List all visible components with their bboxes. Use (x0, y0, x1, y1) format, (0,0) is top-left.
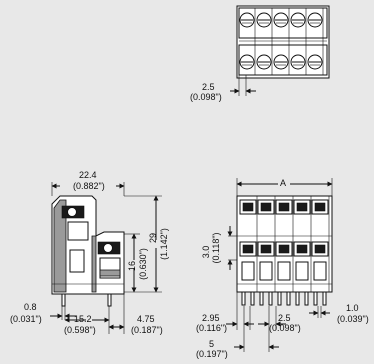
side-pin-2 (107, 293, 112, 307)
front-row-pitch-metric: 5 (209, 339, 214, 349)
side-width-metric: 22.4 (79, 170, 97, 180)
side-view: 22.4 (0.882") 29 (1.142") 16 (0.630") (10, 170, 169, 335)
side-offset-imperial: (0.187") (131, 325, 163, 335)
front-pitch-imperial: (0.098") (269, 323, 301, 333)
side-height-metric: 29 (148, 233, 158, 243)
top-view-screws (239, 8, 324, 75)
front-view: A 3.0 (0.118") 2.95 (0.116") 2.5 (0.098"… (196, 178, 369, 359)
side-mid-height-imperial: (0.630") (138, 248, 148, 280)
front-pin (241, 291, 246, 306)
side-pin-1 (61, 293, 66, 307)
front-tier-metric: 3.0 (201, 246, 211, 259)
top-pitch-imperial: (0.098") (190, 92, 222, 102)
side-pin-span-imperial: (0.598") (64, 325, 96, 335)
front-pin (304, 291, 309, 306)
front-tier-imperial: (0.118") (211, 232, 221, 263)
front-pin (322, 291, 327, 306)
side-pin-metric: 0.8 (24, 302, 37, 312)
front-pin (313, 291, 318, 306)
front-view-pins (241, 291, 327, 306)
top-view: 2.5 (0.098") (190, 5, 330, 102)
front-view-columns (239, 196, 330, 292)
front-edge-imperial: (0.116") (196, 323, 227, 333)
top-pitch-metric: 2.5 (202, 82, 215, 92)
front-pitch-metric: 2.5 (278, 313, 291, 323)
front-pin (250, 291, 255, 306)
front-pin (277, 291, 282, 306)
side-width-imperial: (0.882") (73, 181, 105, 191)
front-pin (286, 291, 291, 306)
side-pin-span-metric: 15.2 (74, 314, 92, 324)
front-pin-imperial: (0.039") (337, 314, 369, 324)
front-pin-metric: 1.0 (346, 303, 359, 313)
front-pin (268, 291, 273, 306)
side-pin-imperial: (0.031") (10, 314, 42, 324)
side-mid-height-metric: 16 (127, 261, 137, 271)
side-offset-metric: 4.75 (137, 314, 155, 324)
front-pin (259, 291, 264, 306)
front-pin (295, 291, 300, 306)
front-overall-label: A (280, 178, 286, 188)
front-edge-metric: 2.95 (202, 313, 220, 323)
front-row-pitch-imperial: (0.197") (196, 349, 228, 359)
side-height-imperial: (1.142") (159, 228, 169, 260)
